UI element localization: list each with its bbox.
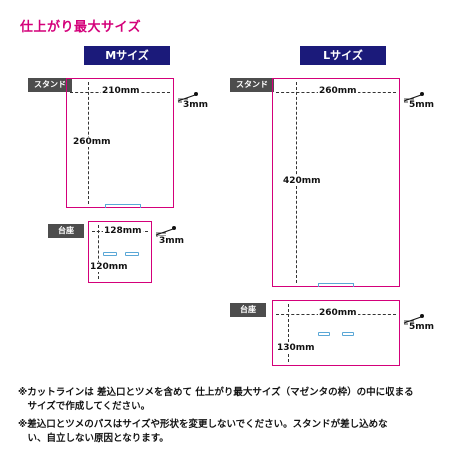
l-stand-height-label: 420mm — [282, 176, 322, 186]
l-base-frame — [272, 300, 400, 366]
note-paths-line1: ※差込口とツメのパスはサイズや形状を変更しないでください。スタンドが差し込めな — [18, 419, 388, 430]
m-base-frame — [88, 221, 152, 283]
l-stand-tag: スタンド — [230, 78, 274, 92]
l-stand-tab — [318, 283, 354, 287]
l-size-header: Lサイズ — [300, 46, 386, 65]
l-base-tag: 台座 — [230, 303, 266, 317]
l-base-width-label: 260mm — [318, 308, 358, 318]
m-stand-tag: スタンド — [28, 78, 72, 92]
m-stand-height-label: 260mm — [72, 137, 112, 147]
note-cutline: ※カットラインは 差込口とツメを含めて 仕上がり最大サイズ（マゼンタの枠）の中に… — [18, 386, 448, 414]
l-stand-width-label: 260mm — [318, 86, 358, 96]
m-base-width-label: 128mm — [103, 226, 143, 236]
m-base-tag: 台座 — [48, 224, 84, 238]
note-paths: ※差込口とツメのパスはサイズや形状を変更しないでください。スタンドが差し込めな … — [18, 418, 448, 446]
m-base-height-line — [98, 225, 99, 279]
l-base-height-label: 130mm — [276, 343, 316, 353]
m-base-slot — [125, 252, 139, 256]
l-stand-frame — [272, 78, 400, 287]
l-base-slot — [318, 332, 330, 336]
l-stand-margin-label: 5mm — [408, 100, 436, 110]
margin-pointer-icon — [403, 314, 424, 325]
l-base-height-line — [288, 304, 289, 362]
l-base-margin-label: 5mm — [408, 322, 436, 332]
m-stand-width-label: 210mm — [101, 86, 141, 96]
page-title: 仕上がり最大サイズ — [20, 20, 142, 35]
m-size-header: Mサイズ — [84, 46, 170, 65]
note-cutline-line1: ※カットラインは 差込口とツメを含めて 仕上がり最大サイズ（マゼンタの枠）の中に… — [18, 387, 414, 398]
m-stand-tab — [105, 204, 141, 208]
m-base-height-label: 120mm — [89, 262, 129, 272]
m-base-slot — [103, 252, 117, 256]
note-paths-line2: い、自立しない原因となります。 — [18, 433, 169, 444]
m-stand-frame — [66, 78, 174, 208]
m-stand-margin-label: 3mm — [182, 100, 210, 110]
m-base-margin-label: 3mm — [158, 236, 186, 246]
note-cutline-line2: サイズで作成してください。 — [18, 401, 151, 412]
l-base-slot — [342, 332, 354, 336]
